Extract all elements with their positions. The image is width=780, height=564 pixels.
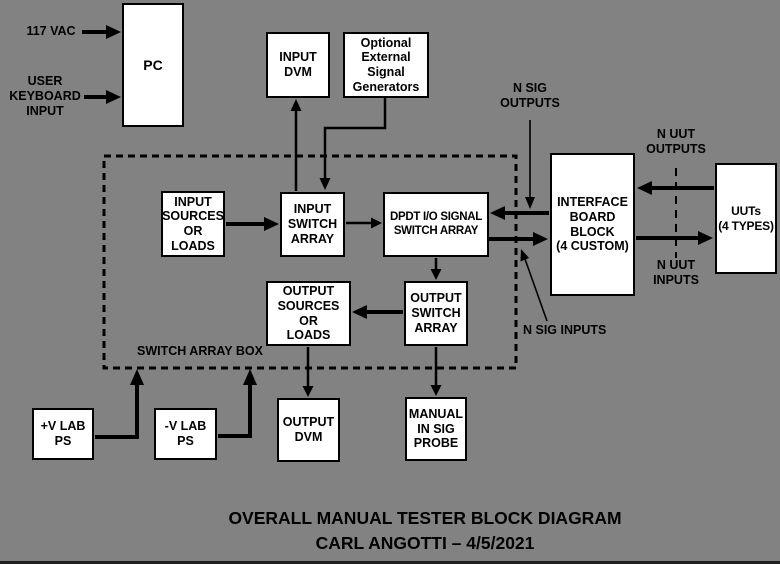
dpdt-io-signal-switch-array-box: DPDT I/O SIGNAL SWITCH ARRAY [383,192,489,257]
input-dvm-box: INPUT DVM [266,32,330,98]
output-sources-or-loads-box: OUTPUT SOURCES OR LOADS [266,281,351,346]
arrow-input-switch-to-dpdt [346,217,382,229]
arrow-n-sig-outputs-callout [525,120,535,209]
arrow-keyboard-to-pc [84,90,121,104]
input-switch-array-box: INPUT SWITCH ARRAY [280,192,345,257]
arrow-vac-to-pc [82,25,121,39]
interface-board-block-box: INTERFACE BOARD BLOCK (4 CUSTOM) [550,153,635,296]
pc-box: PC [122,3,184,127]
switch-array-box-label: SWITCH ARRAY BOX [137,344,263,358]
diagram-title-line1: OVERALL MANUAL TESTER BLOCK DIAGRAM [228,508,622,528]
arrow-interface-to-dpdt [490,206,549,220]
n-sig-inputs-label: N SIG INPUTS [523,323,607,337]
arrow-input-sources-to-input-switch [226,217,279,231]
arrow-dpdt-to-output-switch [430,258,442,280]
minus-v-lab-ps-box: -V LAB PS [154,408,217,460]
manual-in-sig-probe-box: MANUAL IN SIG PROBE [405,397,467,461]
arrow-output-switch-to-manual-probe [430,347,442,396]
bottom-border-strip [0,561,780,564]
arrow-output-switch-to-output-sources [352,305,403,319]
arrow-ext-generators-to-input-switch [319,98,387,190]
n-sig-outputs-label: N SIG OUTPUTS [500,81,560,110]
arrow-input-switch-to-input-dvm [290,99,302,191]
arrow-n-sig-inputs-callout [520,249,548,322]
output-dvm-box: OUTPUT DVM [277,398,340,462]
uuts-box: UUTs (4 TYPES) [715,163,777,274]
vac-input-label: 117 VAC [26,24,76,38]
arrow-uuts-to-interface [637,181,714,195]
arrow-interface-to-uuts [636,231,713,245]
n-uut-inputs-label: N UUT INPUTS [653,258,699,287]
user-keyboard-input-label: USER KEYBOARD INPUT [9,74,81,118]
plus-v-lab-ps-box: +V LAB PS [32,408,94,460]
arrow-minus-v-to-switch-array-box [218,369,257,438]
switch-array-box-dashed-border [102,154,518,370]
input-sources-or-loads-box: INPUT SOURCES OR LOADS [161,191,225,257]
arrow-dpdt-to-interface [489,232,548,246]
n-uut-outputs-label: N UUT OUTPUTS [646,127,706,156]
optional-external-signal-generators-box: Optional External Signal Generators [343,32,429,98]
diagram-title: OVERALL MANUAL TESTER BLOCK DIAGRAM CARL… [70,506,780,556]
diagram-title-line2: CARL ANGOTTI – 4/5/2021 [315,533,535,553]
arrow-plus-v-to-switch-array-box [95,369,144,439]
output-switch-array-box: OUTPUT SWITCH ARRAY [404,281,468,346]
arrow-output-sources-to-output-dvm [302,347,314,397]
